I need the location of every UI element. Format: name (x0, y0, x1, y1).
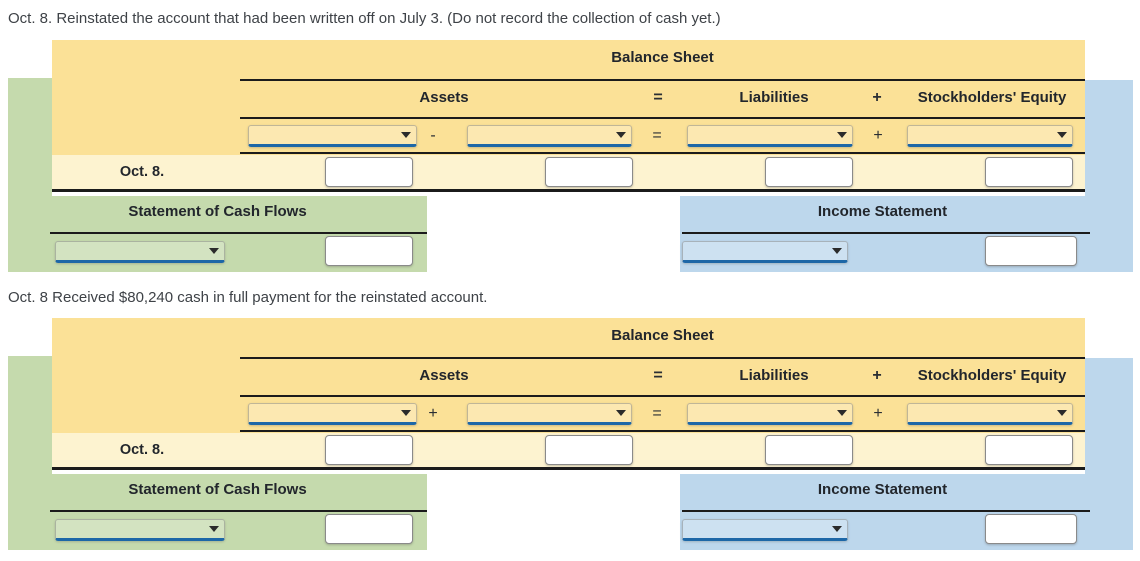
assets-operator-sign: - (430, 127, 436, 144)
divider-line (240, 357, 1085, 359)
asset-account-select-1[interactable] (248, 403, 417, 425)
equity-account-select[interactable] (907, 403, 1073, 425)
assets-operator-sign: + (428, 405, 438, 422)
balance-sheet-title: Balance Sheet (611, 49, 714, 66)
income-statement-amount-input[interactable] (985, 236, 1077, 266)
liability-amount-input[interactable] (765, 435, 853, 465)
divider-line (240, 395, 1085, 397)
income-statement-title: Income Statement (817, 481, 948, 498)
equity-account-select-wrap (907, 125, 1073, 147)
asset-amount-input-1[interactable] (325, 157, 413, 187)
cash-flows-amount-input[interactable] (325, 514, 413, 544)
divider-line (240, 79, 1085, 81)
transaction-date-label: Oct. 8. (119, 164, 165, 180)
transaction-row: Oct. 8. (52, 155, 1085, 192)
stockholders-equity-header: Stockholders' Equity (917, 367, 1067, 384)
income-statement-select-wrap (682, 241, 848, 263)
transaction-row: Oct. 8. (52, 433, 1085, 470)
stockholders-equity-header: Stockholders' Equity (917, 89, 1067, 106)
equity-account-select[interactable] (907, 125, 1073, 147)
asset-account-select-2[interactable] (467, 125, 632, 147)
income-statement-select-wrap (682, 519, 848, 541)
cash-flows-panel: Statement of Cash Flows (8, 196, 427, 272)
divider-line (240, 117, 1085, 119)
asset-account-select-1-wrap (248, 125, 417, 147)
equity-amount-input[interactable] (985, 435, 1073, 465)
asset-account-select-1-wrap (248, 403, 417, 425)
divider-line (240, 152, 1085, 154)
cash-flows-select[interactable] (55, 241, 225, 263)
balance-sheet-panel: Balance Sheet Assets = Liabilities + Sto… (52, 40, 1085, 155)
liability-amount-input[interactable] (765, 157, 853, 187)
liability-account-select[interactable] (687, 125, 853, 147)
divider-line (240, 430, 1085, 432)
cash-flows-panel: Statement of Cash Flows (8, 474, 427, 550)
instruction-text-2: Oct. 8 Received $80,240 cash in full pay… (8, 289, 488, 306)
divider-line (682, 232, 1090, 234)
plus-sign-row: + (873, 127, 883, 144)
income-statement-panel: Income Statement (680, 474, 1133, 550)
asset-account-select-2[interactable] (467, 403, 632, 425)
asset-amount-input-2[interactable] (545, 157, 633, 187)
equals-sign-header: = (653, 89, 663, 106)
asset-amount-input-1[interactable] (325, 435, 413, 465)
asset-account-select-2-wrap (467, 403, 632, 425)
divider-line (682, 510, 1090, 512)
divider-line (50, 232, 427, 234)
income-statement-panel: Income Statement (680, 196, 1133, 272)
cash-flows-title: Statement of Cash Flows (128, 481, 307, 498)
income-statement-select[interactable] (682, 241, 848, 263)
assets-header: Assets (419, 367, 469, 384)
divider-line (50, 510, 427, 512)
cash-flows-select[interactable] (55, 519, 225, 541)
plus-sign-row: + (873, 405, 883, 422)
income-statement-select[interactable] (682, 519, 848, 541)
transaction-analysis-block-2: Balance Sheet Assets = Liabilities + Sto… (0, 318, 1140, 550)
cash-flows-select-wrap (55, 519, 225, 541)
equals-sign-header: = (653, 367, 663, 384)
liability-account-select[interactable] (687, 403, 853, 425)
equals-sign-row: = (652, 405, 662, 422)
cash-flows-amount-input[interactable] (325, 236, 413, 266)
equity-account-select-wrap (907, 403, 1073, 425)
plus-sign-header: + (872, 367, 882, 384)
income-statement-title: Income Statement (817, 203, 948, 220)
balance-sheet-panel: Balance Sheet Assets = Liabilities + Sto… (52, 318, 1085, 433)
equity-amount-input[interactable] (985, 157, 1073, 187)
assets-header: Assets (419, 89, 469, 106)
plus-sign-header: + (872, 89, 882, 106)
asset-amount-input-2[interactable] (545, 435, 633, 465)
balance-sheet-title: Balance Sheet (611, 327, 714, 344)
liabilities-header: Liabilities (739, 89, 809, 106)
cash-flows-select-wrap (55, 241, 225, 263)
asset-account-select-1[interactable] (248, 125, 417, 147)
asset-account-select-2-wrap (467, 125, 632, 147)
income-statement-amount-input[interactable] (985, 514, 1077, 544)
liabilities-header: Liabilities (739, 367, 809, 384)
instruction-text-1: Oct. 8. Reinstated the account that had … (8, 10, 721, 27)
transaction-date-label: Oct. 8. (119, 442, 165, 458)
equals-sign-row: = (652, 127, 662, 144)
cash-flows-title: Statement of Cash Flows (128, 203, 307, 220)
liability-account-select-wrap (687, 403, 853, 425)
transaction-analysis-block-1: Balance Sheet Assets = Liabilities + Sto… (0, 40, 1140, 272)
liability-account-select-wrap (687, 125, 853, 147)
